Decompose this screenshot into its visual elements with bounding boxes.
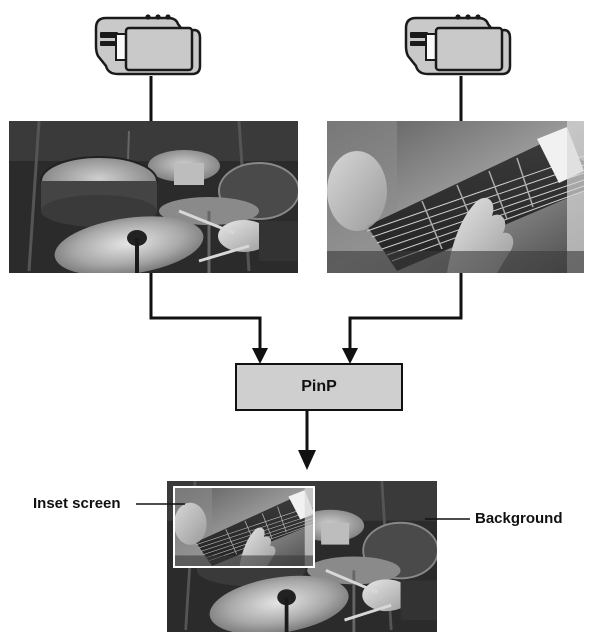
guitar-photo xyxy=(327,121,584,273)
arrow-right xyxy=(342,348,358,364)
arrow-left xyxy=(252,348,268,364)
camera-icon-left xyxy=(94,13,202,76)
inset-frame xyxy=(173,486,315,568)
inset-screen-label: Inset screen xyxy=(33,495,121,512)
connector-left xyxy=(149,273,262,358)
camera-icon-right xyxy=(404,13,512,76)
drum-photo xyxy=(9,121,298,273)
background-label: Background xyxy=(475,510,563,527)
pinp-box xyxy=(235,363,403,411)
arrow-down xyxy=(298,450,316,470)
output-inset-photo xyxy=(174,487,314,567)
connector-right xyxy=(348,273,463,358)
